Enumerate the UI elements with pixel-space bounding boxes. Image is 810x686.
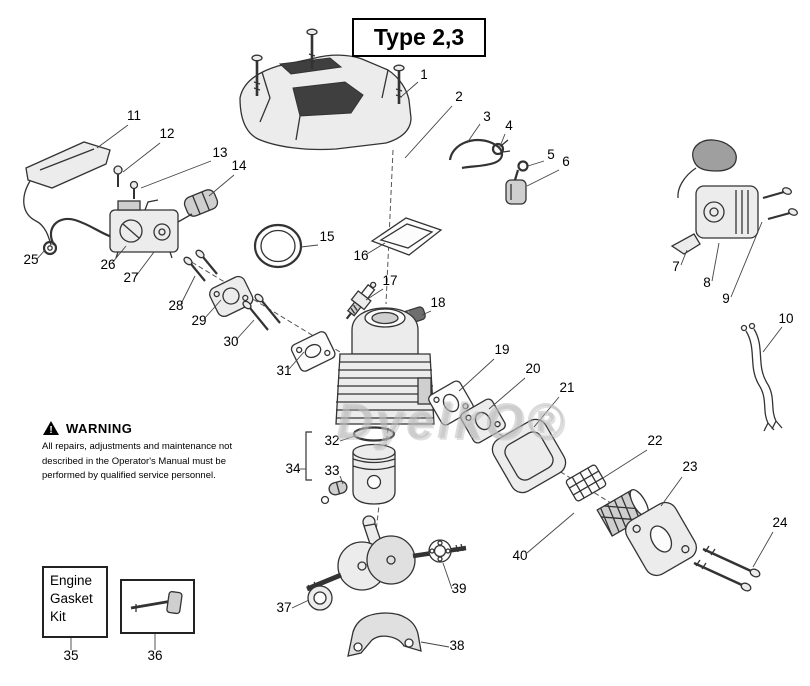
- page-title: Type 2,3: [373, 24, 465, 50]
- callout-18: 18: [430, 295, 445, 310]
- cover-gasket-drawing: [370, 217, 443, 256]
- cylinder-drawing: [335, 307, 435, 425]
- callout-20: 20: [525, 361, 540, 376]
- ignition-module-drawing: [670, 139, 799, 255]
- callout-1: 1: [420, 67, 428, 82]
- warning-block: ! WARNING All repairs, adjustments and m…: [42, 420, 256, 484]
- type-label-box: Type 2,3: [352, 18, 486, 57]
- leader-lines: [36, 81, 783, 650]
- fuel-line-drawing: [448, 138, 529, 205]
- callout-32: 32: [324, 433, 339, 448]
- engine-cover-drawing: [239, 54, 412, 151]
- intake-gasket-drawing: [290, 331, 336, 372]
- muffler-cover-drawing: [624, 501, 698, 577]
- callout-23: 23: [682, 459, 697, 474]
- callout-21: 21: [559, 380, 574, 395]
- callout-16: 16: [353, 248, 368, 263]
- callout-27: 27: [123, 270, 138, 285]
- callout-2: 2: [455, 89, 463, 104]
- warning-text-line: performed by qualified service personnel…: [42, 470, 216, 481]
- small-screws-drawing: [113, 165, 139, 199]
- service-tool-drawing: [130, 591, 183, 615]
- gasket-kit-label-line: Engine: [50, 573, 93, 588]
- callout-39: 39: [451, 581, 466, 596]
- callout-38: 38: [449, 638, 464, 653]
- callout-35: 35: [63, 648, 78, 663]
- warning-triangle-icon: !: [43, 421, 59, 436]
- warning-heading: WARNING: [66, 420, 133, 436]
- callout-33: 33: [324, 463, 339, 478]
- callout-6: 6: [562, 154, 570, 169]
- bearing-drawing: [428, 539, 452, 563]
- callout-7: 7: [672, 259, 680, 274]
- muffler-body-drawing: [491, 418, 567, 494]
- warning-text-line: described in the Operator's Manual must …: [42, 455, 226, 467]
- muffler-plate-drawing: [460, 398, 506, 444]
- callout-28: 28: [168, 298, 183, 313]
- callout-25: 25: [23, 252, 38, 267]
- callout-14: 14: [231, 158, 247, 173]
- carburetor-drawing: [109, 199, 193, 259]
- engine-gasket-kit-box: Engine Gasket Kit: [42, 566, 108, 638]
- callout-31: 31: [276, 363, 291, 378]
- callout-36: 36: [147, 648, 162, 663]
- callout-8: 8: [703, 275, 711, 290]
- callout-4: 4: [505, 118, 513, 133]
- handle-bracket-drawing: [23, 141, 111, 246]
- callout-34: 34: [285, 461, 301, 476]
- gasket-kit-label-line: Kit: [50, 609, 66, 624]
- callout-22: 22: [647, 433, 662, 448]
- callout-24: 24: [772, 515, 788, 530]
- callout-10: 10: [778, 311, 793, 326]
- muffler-screen-cylinder-drawing: [596, 489, 650, 537]
- callout-26: 26: [100, 257, 115, 272]
- callout-15: 15: [319, 229, 334, 244]
- engine-mount-drawing: [347, 612, 422, 657]
- callout-3: 3: [483, 109, 491, 124]
- service-tool-box: [120, 579, 195, 634]
- callout-40: 40: [512, 548, 527, 563]
- warning-exclamation: !: [49, 425, 52, 436]
- crank-seal-drawing: [307, 585, 333, 611]
- long-bolts-drawing: [242, 293, 281, 331]
- assembly-axis-lines: [184, 149, 691, 553]
- cover-screws-drawing: [251, 28, 405, 104]
- callout-5: 5: [547, 147, 555, 162]
- callout-19: 19: [494, 342, 509, 357]
- seal-ring-drawing: [253, 223, 303, 269]
- piston-drawing: [305, 426, 396, 505]
- callout-9: 9: [722, 291, 730, 306]
- spark-arrestor-screen-drawing: [565, 464, 607, 502]
- callout-11: 11: [127, 108, 141, 123]
- muffler-bolts-drawing: [693, 545, 761, 592]
- callout-labels: 1 2 3 4 5 6 7 8 9 10 11 12 13 14 15 16 1…: [23, 67, 793, 663]
- callout-17: 17: [382, 273, 397, 288]
- carb-screws-drawing: [183, 249, 218, 282]
- callout-12: 12: [159, 126, 174, 141]
- warning-text-line: All repairs, adjustments and maintenance…: [42, 441, 233, 452]
- callout-37: 37: [276, 600, 291, 615]
- intake-boot-drawing: [183, 189, 219, 217]
- callout-29: 29: [191, 313, 206, 328]
- spark-plug-drawing: [345, 281, 377, 320]
- grommet-drawing: [42, 217, 113, 256]
- wiring-drawing: [740, 322, 783, 432]
- gasket-kit-label-line: Gasket: [50, 591, 93, 606]
- callout-13: 13: [212, 145, 227, 160]
- callout-30: 30: [223, 334, 238, 349]
- carb-spacer-drawing: [209, 275, 254, 317]
- crankshaft-drawing: [306, 515, 467, 593]
